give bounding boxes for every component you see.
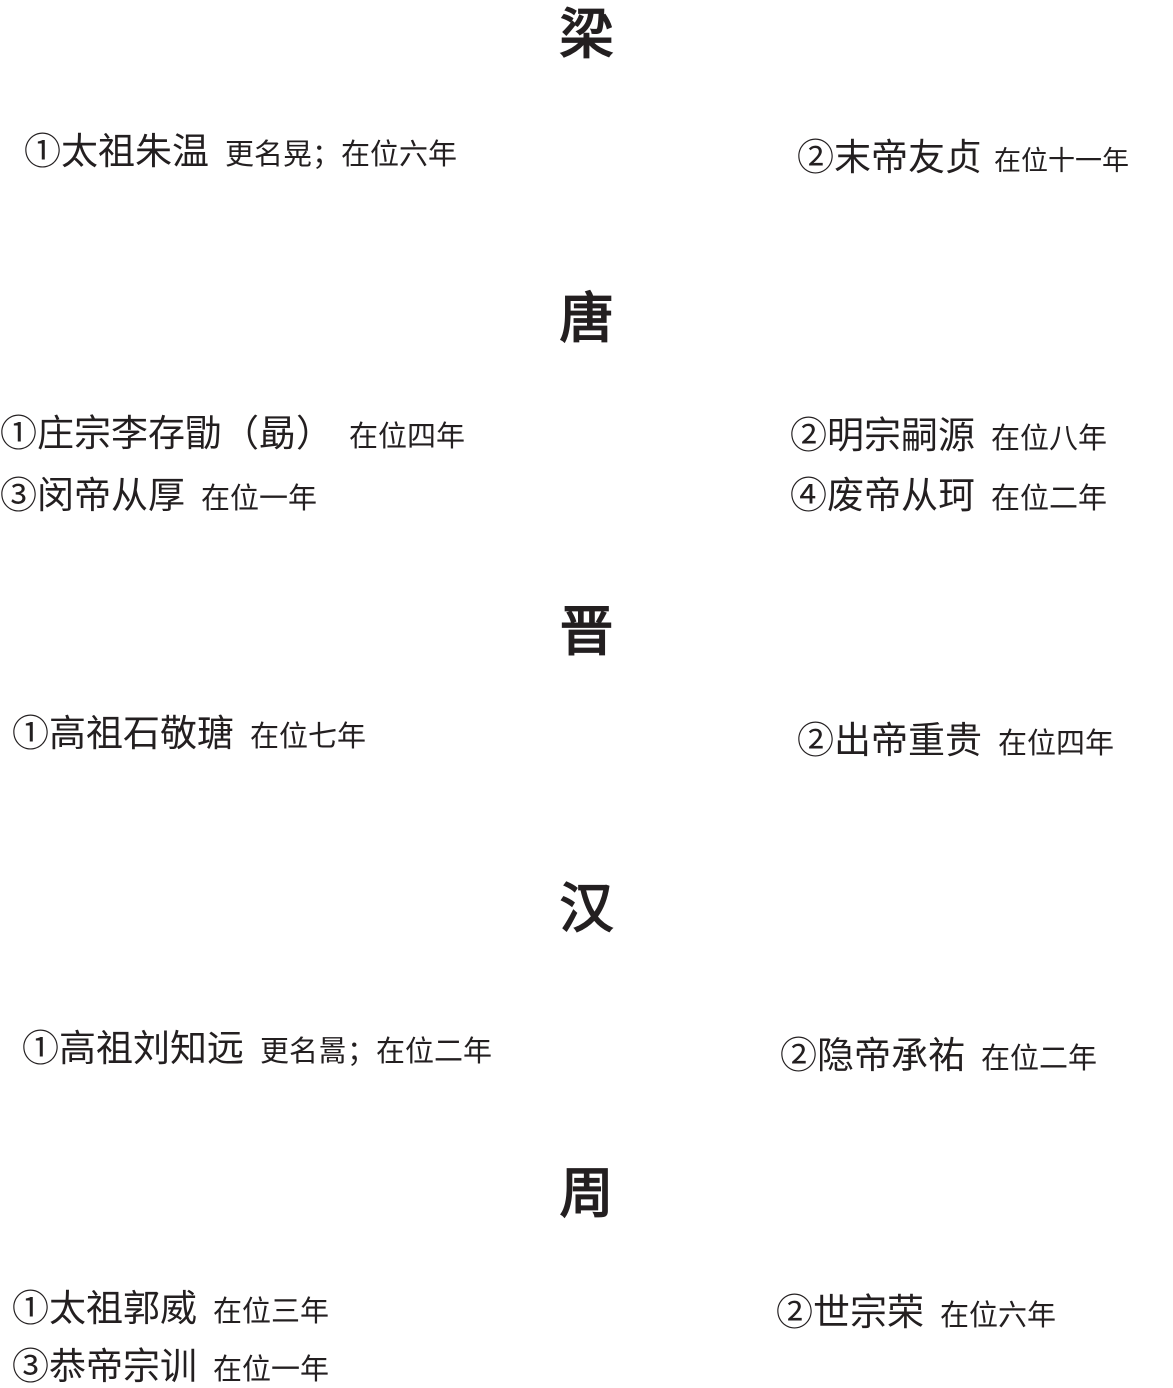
ruler-entry: ②隐帝承祐在位二年 [780, 1037, 1097, 1074]
ruler-entry: ③恭帝宗训在位一年 [12, 1348, 329, 1385]
ruler-name: ①太祖郭威 [12, 1287, 197, 1330]
dynasty-title-tang: 唐 [559, 287, 614, 350]
ruler-note: 在位八年 [991, 421, 1108, 455]
ruler-entry: ①太祖郭威在位三年 [12, 1290, 329, 1327]
ruler-entry: ②末帝友贞在位十一年 [797, 139, 1129, 176]
ruler-note: 更名暠；在位二年 [260, 1034, 493, 1068]
ruler-name: ③恭帝宗训 [12, 1345, 197, 1388]
dynasty-title-han: 汉 [559, 877, 614, 940]
dynasty-title-zhou: 周 [559, 1162, 614, 1225]
ruler-name: ②出帝重贵 [797, 719, 982, 762]
ruler-name: ①高祖刘知远 [22, 1027, 244, 1070]
ruler-entry: ④废帝从珂在位二年 [790, 477, 1107, 514]
ruler-entry: ①高祖石敬瑭在位七年 [12, 715, 366, 752]
ruler-name: ②末帝友贞 [797, 136, 982, 179]
ruler-note: 更名晃；在位六年 [225, 137, 458, 171]
ruler-note: 在位二年 [991, 481, 1108, 515]
ruler-entry: ①高祖刘知远更名暠；在位二年 [22, 1030, 492, 1067]
ruler-note: 在位二年 [981, 1041, 1098, 1075]
ruler-note: 在位一年 [213, 1352, 330, 1386]
ruler-note: 在位三年 [213, 1294, 330, 1328]
ruler-entry: ①庄宗李存勖（勗） 在位四年 [0, 415, 465, 452]
ruler-name: ②隐帝承祐 [780, 1034, 965, 1077]
ruler-name: ①太祖朱温 [24, 130, 209, 173]
ruler-name: ③闵帝从厚 [0, 474, 185, 517]
ruler-entry: ②明宗嗣源在位八年 [790, 417, 1107, 454]
ruler-name: ④废帝从珂 [790, 474, 975, 517]
ruler-name: ①高祖石敬瑭 [12, 712, 234, 755]
ruler-note: 在位六年 [940, 1298, 1057, 1332]
ruler-name: ②明宗嗣源 [790, 414, 975, 457]
ruler-note: 在位十一年 [994, 146, 1129, 177]
ruler-entry: ①太祖朱温更名晃；在位六年 [24, 133, 457, 170]
ruler-note: 在位四年 [349, 419, 466, 453]
ruler-note: 在位七年 [250, 719, 367, 753]
ruler-note: 在位一年 [201, 481, 318, 515]
dynasty-title-liang: 梁 [559, 3, 614, 66]
dynasty-title-jin: 晋 [559, 600, 614, 663]
ruler-name: ②世宗荣 [776, 1291, 924, 1334]
ruler-entry: ②出帝重贵在位四年 [797, 722, 1114, 759]
ruler-name: ①庄宗李存勖（勗） [0, 412, 333, 455]
ruler-entry: ②世宗荣在位六年 [776, 1294, 1056, 1331]
ruler-entry: ③闵帝从厚在位一年 [0, 477, 317, 514]
ruler-note: 在位四年 [998, 726, 1115, 760]
